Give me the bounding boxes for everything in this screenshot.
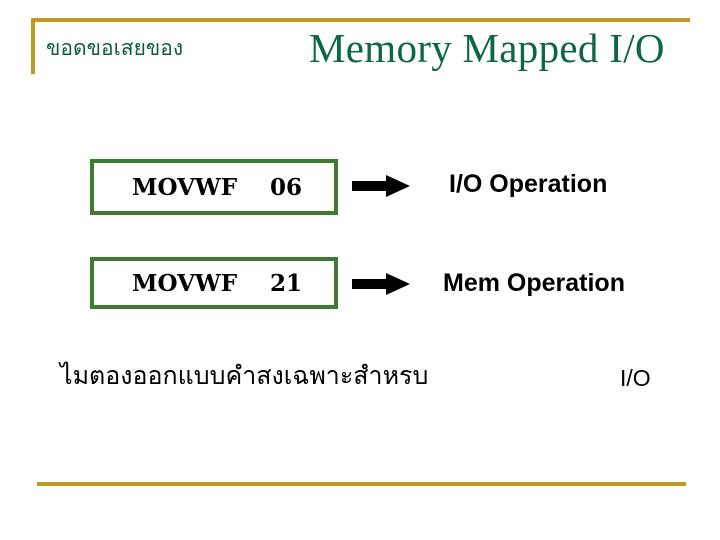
header-thai-subtitle: ขอดขอเสยของ	[46, 36, 184, 60]
operation-label-io: I/O Operation	[449, 170, 608, 198]
note-thai-text: ไมตองออกแบบคำสงเฉพาะสำหรบ	[60, 361, 429, 390]
note-trailing-text: I/O	[620, 365, 651, 391]
right-arrow-icon	[352, 273, 410, 295]
right-arrow-icon	[352, 175, 410, 197]
operation-label-mem: Mem Operation	[443, 269, 625, 297]
instruction-box-row-1: MOVWF 06	[90, 159, 338, 215]
page-title: Memory Mapped I/O	[309, 25, 665, 71]
instruction-operand: 06	[270, 173, 303, 201]
footer-rule	[37, 482, 686, 486]
header-rule-top	[31, 18, 690, 22]
instruction-mnemonic: MOVWF	[132, 269, 238, 297]
instruction-operand: 21	[270, 269, 303, 297]
instruction-box-row-2: MOVWF 21	[90, 257, 338, 309]
header-rule-left	[31, 18, 35, 74]
instruction-mnemonic: MOVWF	[132, 173, 238, 201]
